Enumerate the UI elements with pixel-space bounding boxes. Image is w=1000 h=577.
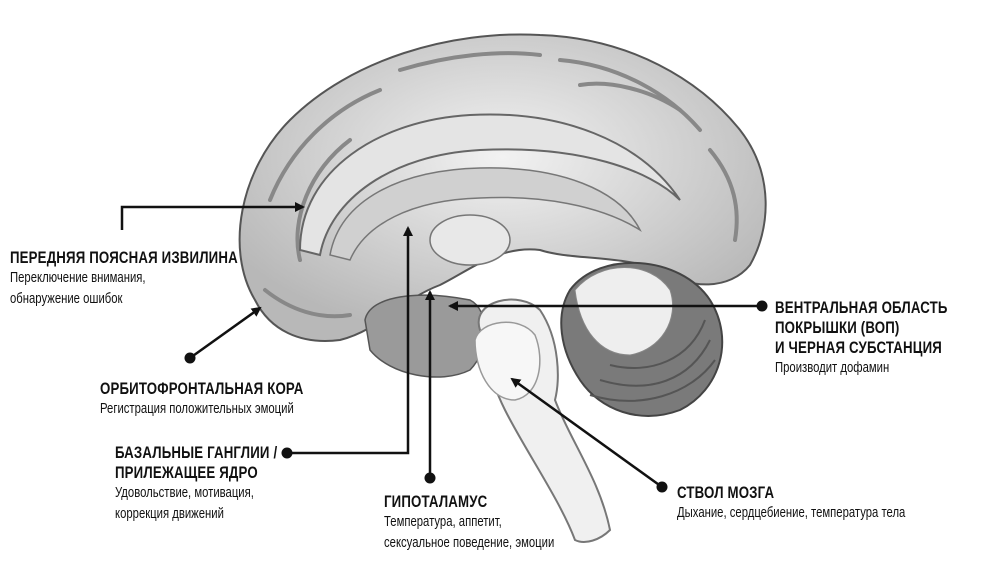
label-basal-ganglia: БАЗАЛЬНЫЕ ГАНГЛИИ / ПРИЛЕЖАЩЕЕ ЯДРО Удов… bbox=[115, 443, 277, 525]
leader-bs bbox=[510, 377, 663, 489]
temporal-lobe bbox=[364, 294, 486, 378]
thalamus bbox=[429, 214, 511, 266]
label-title: ОРБИТОФРОНТАЛЬНАЯ КОРА bbox=[100, 379, 304, 398]
pons bbox=[474, 321, 541, 401]
label-title: СТВОЛ МОЗГА bbox=[677, 483, 775, 502]
corpus-callosum bbox=[329, 167, 642, 261]
label-vta: ВЕНТРАЛЬНАЯ ОБЛАСТЬ ПОКРЫШКИ (ВОП) И ЧЕР… bbox=[775, 298, 948, 379]
label-title: ПРИЛЕЖАЩЕЕ ЯДРО bbox=[115, 463, 258, 482]
label-desc: обнаружение ошибок bbox=[10, 291, 123, 307]
leader-bg bbox=[287, 226, 413, 455]
dot-ofc bbox=[184, 352, 196, 364]
gyri bbox=[263, 51, 739, 319]
label-desc: Удовольствие, мотивация, bbox=[115, 485, 254, 501]
cingulate-gyrus bbox=[298, 113, 681, 257]
label-desc: Температура, аппетит, bbox=[384, 514, 502, 530]
arbor-vitae bbox=[574, 267, 674, 356]
label-anterior-cingulate: ПЕРЕДНЯЯ ПОЯСНАЯ ИЗВИЛИНА Переключение в… bbox=[10, 248, 238, 310]
label-hypothalamus: ГИПОТАЛАМУС Температура, аппетит, сексуа… bbox=[384, 492, 554, 554]
label-desc: Дыхание, сердцебиение, температура тела bbox=[677, 505, 906, 521]
label-desc: коррекция движений bbox=[115, 506, 224, 522]
label-title: ВЕНТРАЛЬНАЯ ОБЛАСТЬ bbox=[775, 298, 948, 317]
label-title: ПОКРЫШКИ (ВОП) bbox=[775, 318, 900, 337]
label-desc: Производит дофамин bbox=[775, 360, 890, 376]
label-brainstem: СТВОЛ МОЗГА Дыхание, сердцебиение, темпе… bbox=[677, 483, 905, 524]
dot-hyp bbox=[424, 472, 436, 484]
dot-bg bbox=[281, 447, 293, 459]
label-title: ГИПОТАЛАМУС bbox=[384, 492, 488, 511]
label-desc: Переключение внимания, bbox=[10, 270, 146, 286]
label-desc: Регистрация положительных эмоций bbox=[100, 401, 294, 417]
leader-ofc bbox=[189, 306, 262, 360]
label-orbitofrontal: ОРБИТОФРОНТАЛЬНАЯ КОРА Регистрация полож… bbox=[100, 379, 303, 420]
label-title: И ЧЕРНАЯ СУБСТАНЦИЯ bbox=[775, 338, 942, 357]
label-title: ПЕРЕДНЯЯ ПОЯСНАЯ ИЗВИЛИНА bbox=[10, 248, 238, 267]
dot-bs bbox=[656, 481, 668, 493]
label-title: БАЗАЛЬНЫЕ ГАНГЛИИ / bbox=[115, 443, 278, 462]
dot-vta bbox=[756, 300, 768, 312]
label-desc: сексуальное поведение, эмоции bbox=[384, 535, 555, 551]
leader-acc bbox=[120, 202, 305, 230]
